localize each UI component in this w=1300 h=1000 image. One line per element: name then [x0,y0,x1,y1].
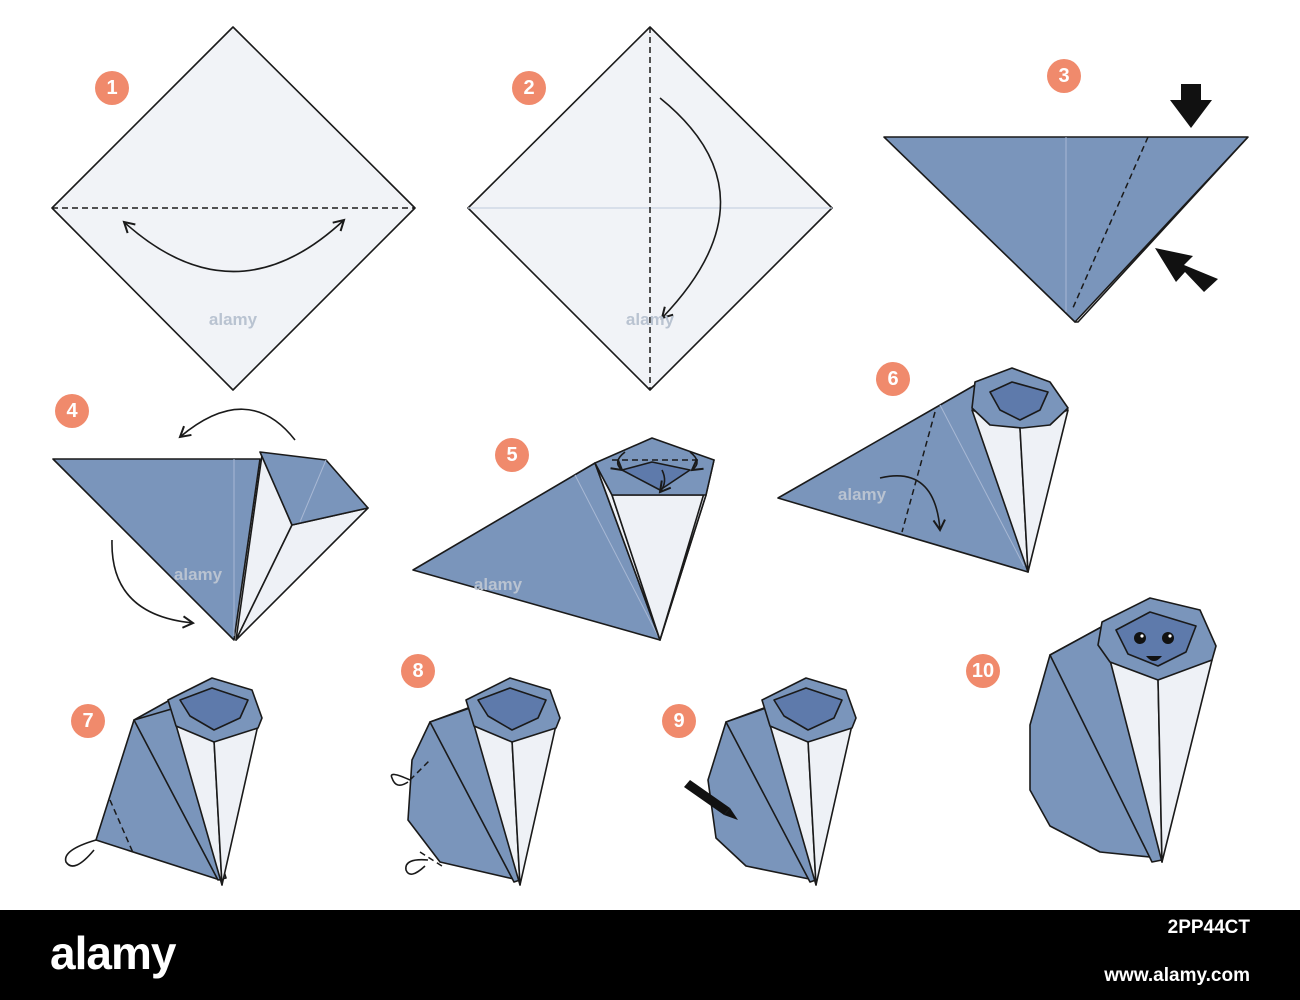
watermark: alamy [838,485,887,504]
step-badge: 6 [876,362,910,396]
svg-text:7: 7 [82,710,93,732]
nose [1146,656,1162,661]
fold-line [1071,136,1149,311]
face [1115,611,1197,667]
white-chest [213,724,259,886]
svg-text:4: 4 [66,400,78,422]
head-inner [989,381,1049,421]
fold-arrow [610,451,626,472]
push-arrow-diagonal [1155,248,1218,292]
white-chest [511,724,557,886]
svg-text:3: 3 [1058,65,1069,87]
alamy-logo: alamy [50,927,176,979]
white-panel [1019,409,1069,573]
watermark: alamy [474,575,523,594]
step-9: 9 [662,677,857,886]
footer-info: 2PP44CT www.alamy.com [1104,918,1250,986]
paper-edge [1075,136,1249,323]
step-4: alamy 4 [52,394,369,641]
svg-text:10: 10 [972,660,994,682]
fold-arrow [64,839,97,867]
origami-diagram: alamy 1 alamy 2 3 [51,26,1249,886]
fold-line [901,411,936,533]
watermark: alamy [626,310,675,329]
crease-line [299,459,327,523]
svg-text:8: 8 [412,660,423,682]
head-inner [621,461,691,491]
crease-line [574,474,659,637]
watermark: alamy [174,565,223,584]
white-chest [807,724,853,886]
white-chest [1157,659,1213,863]
head-inner [477,687,547,731]
footer-bar: alamy 2PP44CT www.alamy.com [0,910,1300,1000]
step-badge: 1 [95,71,129,105]
fold-arrow [879,475,946,533]
step-8: 8 [390,654,561,886]
step-6: alamy 6 [777,362,1069,573]
side-flap [133,707,227,881]
step-2: alamy 2 [467,26,833,391]
fold-arrow [659,97,722,320]
step-badge: 9 [662,704,696,738]
head-inner [773,687,843,731]
body-panel [52,458,261,641]
fold-arrow [689,451,704,472]
step-badge: 7 [71,704,105,738]
svg-text:5: 5 [506,444,517,466]
fold-arrow [658,469,672,494]
svg-text:6: 6 [887,368,898,390]
step-badge: 8 [401,654,435,688]
fold-line [419,851,443,867]
fold-line [109,799,135,856]
fold-arrow [122,218,346,273]
svg-text:2: 2 [523,77,534,99]
step-badge: 10 [966,654,1000,688]
fold-arrow [111,539,196,629]
head-inner [179,687,249,731]
watermark: alamy [209,310,258,329]
fold-line [409,759,431,781]
step-10: 10 [966,597,1217,863]
step-5: alamy 5 [412,437,715,641]
push-arrow-down [1170,84,1212,128]
pencil-icon [684,780,738,820]
rotate-arrow [178,408,296,441]
left-eye [1134,632,1146,644]
step-badge: 2 [512,71,546,105]
step-badge: 5 [495,438,529,472]
image-id: 2PP44CT [1167,917,1250,938]
step-7: 7 [64,677,263,886]
step-badge: 4 [55,394,89,428]
fold-arrow [405,858,429,875]
fold-arrow [390,773,411,786]
right-eye [1162,632,1174,644]
site-url: www.alamy.com [1104,964,1250,986]
step-1: alamy 1 [51,26,416,391]
svg-text:1: 1 [106,77,117,99]
svg-text:9: 9 [673,710,684,732]
crease-line [939,404,1025,567]
step-badge: 3 [1047,59,1081,93]
step-3: 3 [883,59,1249,323]
